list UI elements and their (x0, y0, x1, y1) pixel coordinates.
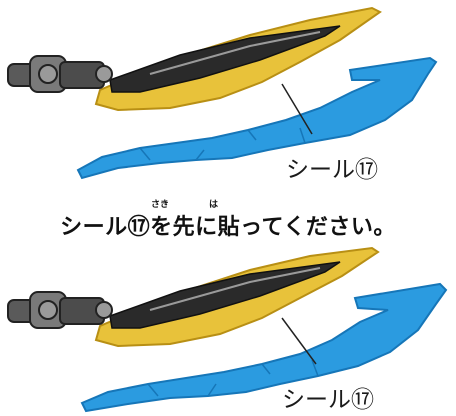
top-illustration: シール⑰ (0, 0, 456, 190)
ruby-ha: は (209, 200, 219, 210)
bottom-illustration: シール⑰ (0, 246, 456, 416)
hilt-shape (7, 55, 113, 93)
instruction-text: シール⑰を先に貼ってください。 (60, 215, 396, 240)
blue-sticker-shape (76, 56, 438, 180)
instruction-block: さき は シール⑰を先に貼ってください。 (0, 197, 456, 241)
sticker-label-top: シール⑰ (286, 157, 378, 183)
ruby-saki: さき (151, 200, 170, 210)
blade-highlight (149, 31, 321, 75)
dark-blade-shape (109, 261, 341, 329)
sticker-segment-lines (147, 359, 319, 397)
leader-line (281, 83, 313, 135)
sticker-segment-lines (139, 127, 306, 161)
ruby-row: さき は (0, 197, 456, 211)
sticker-label-bottom: シール⑰ (282, 387, 374, 413)
sword-bottom-drawing (7, 246, 448, 413)
blue-sticker-shape (80, 282, 448, 413)
blade-highlight (149, 267, 321, 311)
sword-top-drawing (7, 6, 438, 180)
hilt-shape (7, 291, 113, 329)
dark-blade-shape (109, 25, 341, 93)
leader-line (281, 317, 317, 365)
